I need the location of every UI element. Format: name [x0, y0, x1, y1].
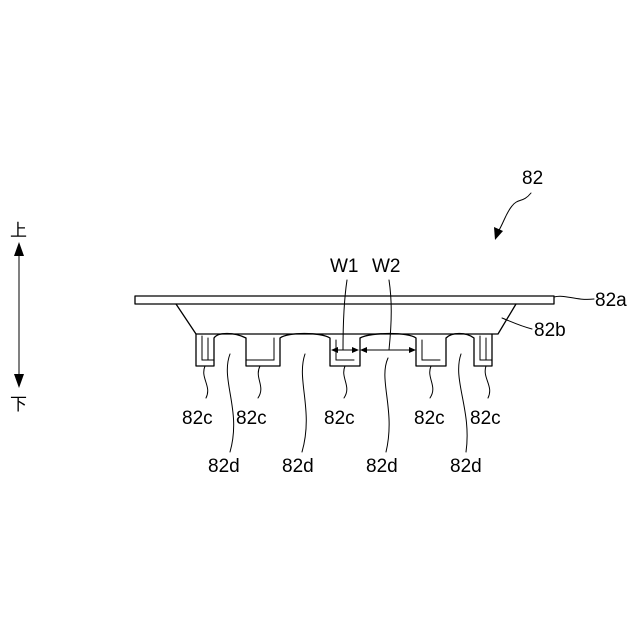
label-82d-3: 82d [366, 456, 398, 477]
main-reference: 82 [494, 168, 543, 240]
leader-82-arrowhead [494, 227, 503, 240]
leader-82d-4 [459, 354, 468, 452]
label-82b: 82b [534, 320, 566, 341]
leg-labels: 82c 82c 82c 82c 82c [182, 366, 501, 429]
direction-up-label: 上 [10, 221, 27, 241]
leader-w1 [343, 280, 347, 350]
label-82c-1: 82c [182, 408, 213, 429]
direction-arrow-down-head [14, 374, 24, 388]
top-plate: 82a [135, 290, 627, 311]
leader-82c-3 [344, 366, 347, 398]
label-82c-5: 82c [470, 408, 501, 429]
label-w1: W1 [330, 256, 359, 277]
body-82b-outline [176, 304, 516, 334]
label-82a: 82a [595, 290, 627, 311]
label-82c-4: 82c [414, 408, 445, 429]
w1-arrowhead-left [331, 347, 338, 353]
w2-arrowhead-left [360, 347, 367, 353]
label-82d-2: 82d [282, 456, 314, 477]
leader-82d-2 [302, 354, 306, 452]
leader-82c-4 [430, 366, 433, 398]
label-82: 82 [522, 168, 543, 189]
w1-arrowhead-right [352, 347, 359, 353]
label-82c-3: 82c [324, 408, 355, 429]
leader-w2 [389, 280, 391, 350]
direction-arrow-up-head [14, 242, 24, 256]
direction-down-label: 下 [10, 395, 27, 415]
leader-82a [554, 296, 594, 299]
leader-82c-2 [258, 366, 261, 398]
label-82d-4: 82d [450, 456, 482, 477]
leader-82b [502, 318, 532, 329]
leader-82c-1 [204, 366, 208, 398]
label-w2: W2 [372, 256, 401, 277]
leader-82d-1 [227, 354, 233, 452]
direction-indicator: 上 下 [10, 221, 27, 415]
leader-82d-3 [385, 358, 389, 452]
leader-82 [498, 193, 531, 232]
label-82c-2: 82c [236, 408, 267, 429]
w2-arrowhead-right [409, 347, 416, 353]
body: 82b [176, 304, 566, 341]
label-82d-1: 82d [208, 456, 240, 477]
leader-82c-5 [485, 366, 490, 398]
